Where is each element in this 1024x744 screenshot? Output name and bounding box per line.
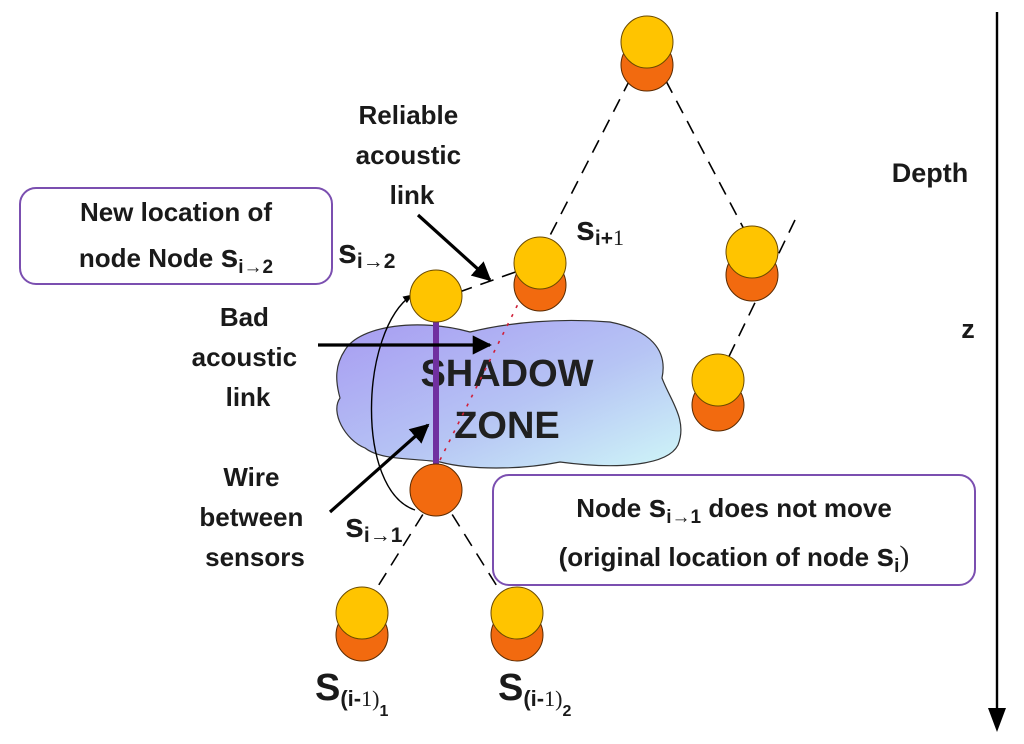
node-s-im1-2 <box>490 586 544 662</box>
node-s-im1-1 <box>335 586 389 662</box>
new-location-box-line2: node Node si→2 <box>79 238 273 278</box>
bad-acoustic-link-line <box>439 289 526 461</box>
shadow-zone-label-line1: SHADOW <box>420 353 593 395</box>
node-right-lower <box>691 353 745 432</box>
node-s-i-to-1 <box>409 463 463 517</box>
node-right <box>725 225 779 302</box>
shadow-zone-label-line2: ZONE <box>454 405 560 447</box>
reliable-link-arrow <box>416 213 492 282</box>
new-location-box-line1: New location of <box>80 197 272 227</box>
node-top <box>620 15 674 92</box>
label-s-i-plus-1: si+1 <box>576 210 624 250</box>
label-s-im1-1: S(i-1)1 <box>315 667 388 720</box>
node-s-i-plus-1 <box>513 236 567 312</box>
link-top-to-right <box>654 59 756 251</box>
link-si2-to-si1plus <box>436 264 536 301</box>
node-s-i-to-2 <box>409 269 463 323</box>
move-arrow <box>370 294 416 511</box>
link-right-to-lower <box>719 219 796 376</box>
wire-arrow <box>328 423 430 514</box>
bad-link-label: Bad acoustic link <box>192 302 305 412</box>
does-not-move-box-line1: Node si→1 does not move <box>576 488 892 528</box>
z-label: z <box>961 314 975 344</box>
does-not-move-box <box>492 474 976 586</box>
label-s-i-to-2: si→2 <box>338 233 395 273</box>
wire-label: Wire between sensors <box>199 462 310 572</box>
reliable-link-label: Reliable acoustic link <box>356 100 469 210</box>
label-s-im1-2: S(i-1)2 <box>498 667 571 720</box>
link-si1plus-to-top <box>539 59 641 256</box>
new-location-box <box>19 187 333 285</box>
does-not-move-box-line2: (original location of node si) <box>559 537 910 577</box>
depth-label: Depth <box>892 158 969 188</box>
depth-axis-arrowhead <box>988 708 1006 732</box>
label-s-i-to-1: si→1 <box>345 507 403 547</box>
